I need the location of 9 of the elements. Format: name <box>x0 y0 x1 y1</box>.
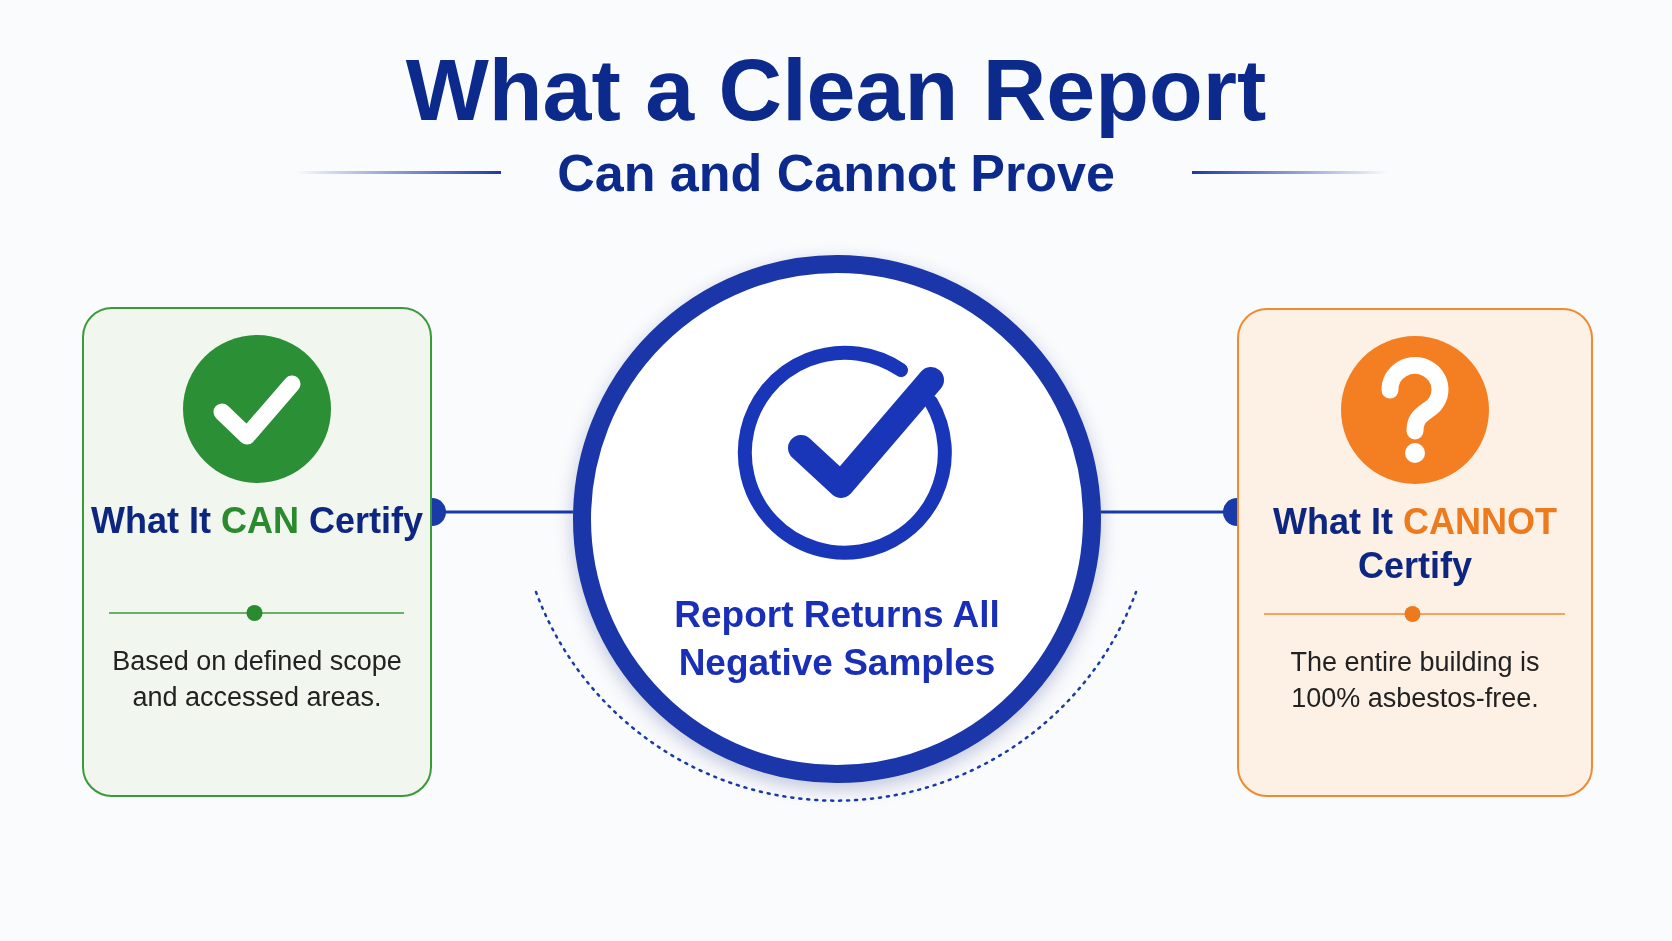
card-text: The entire building is 100% asbestos-free. <box>1289 646 1541 715</box>
title: What a Clean Report <box>404 40 1268 140</box>
node-label: Report Returns All Negative Samples <box>673 593 1001 685</box>
subtitle: Can and Cannot Prove <box>556 143 1116 204</box>
card-text: Based on defined scope and accessed areas. <box>111 645 403 714</box>
info-card <box>1237 308 1593 797</box>
card-heading: What It CAN Certify <box>90 499 424 543</box>
card-heading: What It CANNOT Certify <box>1272 500 1558 588</box>
info-card <box>82 307 432 797</box>
